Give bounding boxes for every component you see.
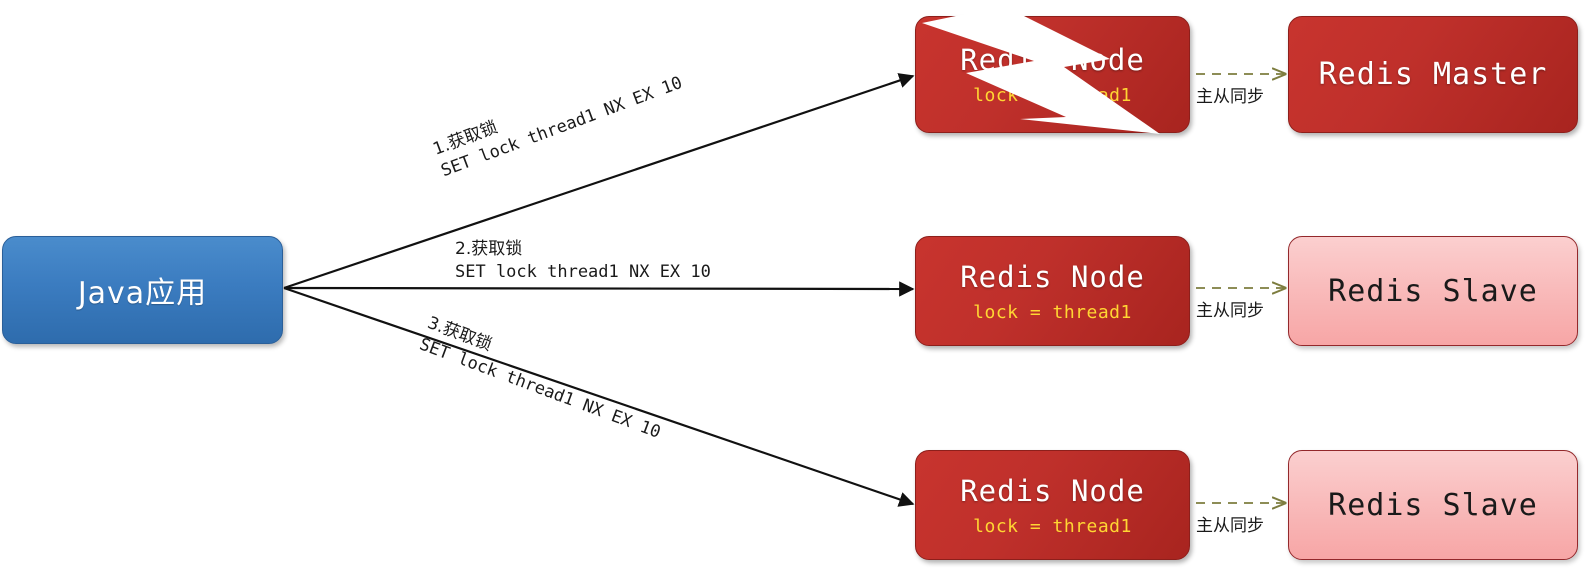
redis-node-3-title: Redis Node bbox=[960, 473, 1145, 508]
redis-node-2-lock-value: lock = thread1 bbox=[973, 301, 1132, 323]
request-label-2-command: SET lock thread1 NX EX 10 bbox=[455, 261, 711, 282]
peer-node-1-master[interactable]: Redis Master bbox=[1288, 16, 1578, 133]
sync-label-1-text: 主从同步 bbox=[1196, 87, 1264, 107]
sync-label-3-text: 主从同步 bbox=[1196, 516, 1264, 536]
client-node-java[interactable]: Java应用 bbox=[2, 236, 283, 344]
request-label-2: 2.获取锁 SET lock thread1 NX EX 10 bbox=[455, 238, 711, 284]
client-node-label: Java应用 bbox=[77, 276, 208, 311]
redis-node-1-lock-value: lock = thread1 bbox=[973, 85, 1132, 106]
sync-label-2: 主从同步 bbox=[1196, 296, 1264, 321]
request-label-1: 1.获取锁 SET lock thread1 NX EX 10 bbox=[430, 50, 686, 183]
redis-node-2-title: Redis Node bbox=[960, 259, 1145, 294]
redis-node-3-lock-value: lock = thread1 bbox=[973, 515, 1132, 537]
peer-node-3-title: Redis Slave bbox=[1328, 487, 1538, 523]
redis-node-3[interactable]: Redis Node lock = thread1 bbox=[915, 450, 1190, 560]
peer-node-3-slave[interactable]: Redis Slave bbox=[1288, 450, 1578, 560]
sync-label-3: 主从同步 bbox=[1196, 511, 1264, 536]
request-arrow-2 bbox=[283, 281, 915, 297]
request-label-2-step: 2.获取锁 bbox=[455, 239, 523, 259]
redis-node-1-title: Redis Node bbox=[960, 43, 1145, 77]
peer-node-2-title: Redis Slave bbox=[1328, 273, 1538, 309]
sync-label-2-text: 主从同步 bbox=[1196, 301, 1264, 321]
redis-node-2[interactable]: Redis Node lock = thread1 bbox=[915, 236, 1190, 346]
peer-node-2-slave[interactable]: Redis Slave bbox=[1288, 236, 1578, 346]
sync-label-1: 主从同步 bbox=[1196, 82, 1264, 107]
redis-node-1[interactable]: Redis Node lock = thread1 bbox=[915, 3, 1190, 134]
peer-node-1-title: Redis Master bbox=[1318, 57, 1548, 92]
request-label-3: 3.获取锁 SET lock thread1 NX EX 10 bbox=[416, 312, 672, 445]
